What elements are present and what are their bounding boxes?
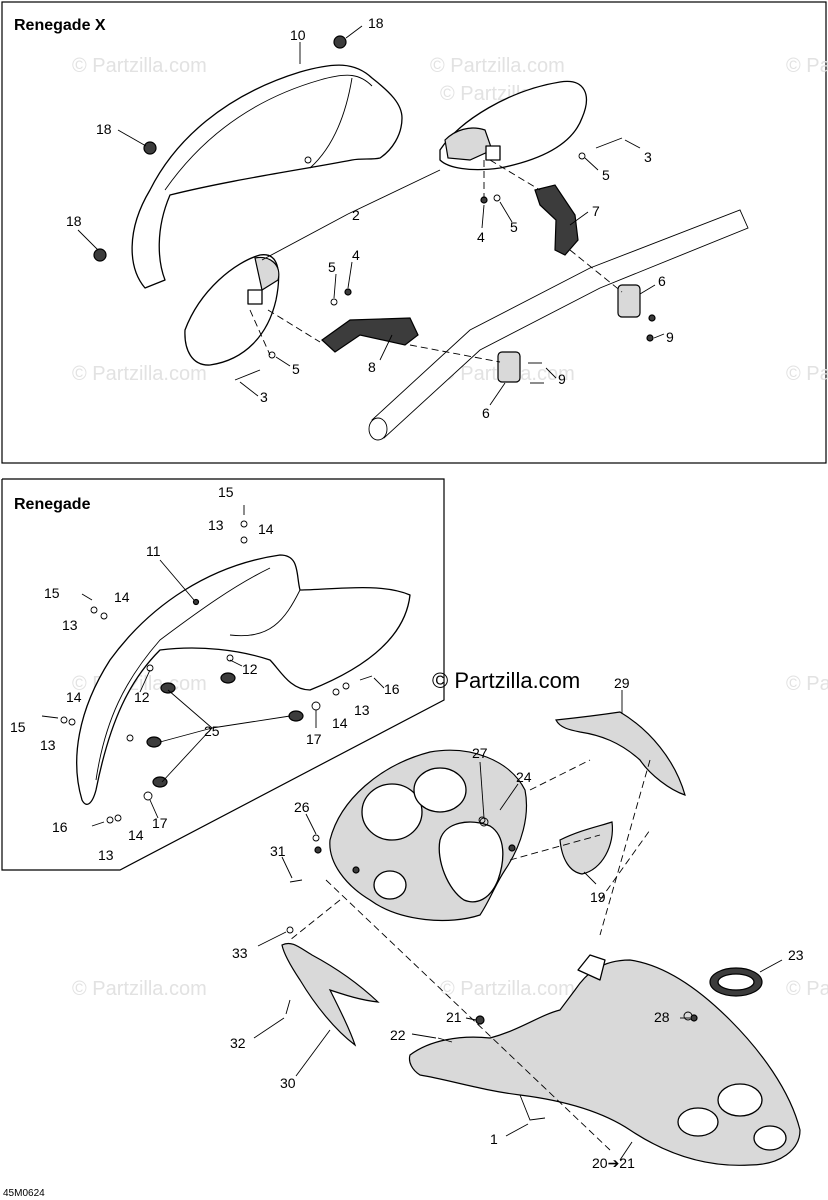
bracket-right	[534, 184, 579, 256]
handguard-left	[184, 254, 280, 366]
fastener-18-group	[93, 35, 347, 262]
callout-14: 14	[258, 521, 274, 537]
callout-16: 16	[52, 819, 68, 835]
renegade-x-frame	[1, 1, 827, 464]
callouts-bottom: 29 27 24 26 31 19 33 23 28 21 22 32 30 1…	[230, 675, 804, 1171]
watermark: © Partzilla.com	[72, 978, 207, 1000]
callout-30: 30	[280, 1075, 296, 1091]
callout-3: 3	[260, 389, 268, 405]
bracket-left	[321, 317, 419, 353]
callout-14: 14	[332, 715, 348, 731]
callout-27: 27	[472, 745, 488, 761]
watermark: © Partzilla.com	[786, 978, 828, 1000]
callout-13: 13	[62, 617, 78, 633]
watermark: © Partzilla.com	[786, 363, 828, 385]
callout-31: 31	[270, 843, 286, 859]
callout-29: 29	[614, 675, 630, 691]
renegade-frame	[1, 478, 445, 871]
watermark: © Partzilla.com	[430, 55, 565, 77]
callout-19: 19	[590, 889, 606, 905]
callout-5: 5	[510, 219, 518, 235]
windshield-renegade	[76, 554, 411, 805]
callout-15: 15	[218, 484, 234, 500]
callout-14: 14	[66, 689, 82, 705]
clamp-right	[617, 284, 641, 318]
renegade-x-title: Renegade X	[14, 17, 106, 34]
callouts-renegade: 15 13 14 11 15 14 13 12 12 16 14 14 13 1…	[10, 484, 400, 863]
callout-24: 24	[516, 769, 532, 785]
assembly-lines-bottom	[289, 759, 651, 1151]
callout-17: 17	[306, 731, 322, 747]
watermark-group: © Partzilla.com © Partzilla.com © Partzi…	[72, 55, 828, 1000]
callout-18: 18	[96, 121, 112, 137]
callout-22: 22	[390, 1027, 406, 1043]
callout-11: 11	[146, 543, 161, 559]
callout-26: 26	[294, 799, 310, 815]
callout-4: 4	[352, 247, 360, 263]
callout-33: 33	[232, 945, 248, 961]
windshield	[131, 64, 403, 289]
grommet-group	[146, 672, 304, 788]
callout-7: 7	[592, 203, 600, 219]
callout-6: 6	[658, 273, 666, 289]
assembly-lines-top	[249, 159, 623, 363]
watermark: © Partzilla.com	[72, 55, 207, 77]
callout-1: 1	[490, 1131, 498, 1147]
callout-13: 13	[354, 702, 370, 718]
callout-25: 25	[204, 723, 220, 739]
watermark-main: © Partzilla.com	[432, 668, 580, 693]
leaders-renegade	[139, 559, 385, 819]
callout-12: 12	[134, 689, 150, 705]
leaders-top	[77, 25, 665, 406]
callout-4: 4	[477, 229, 485, 245]
leaders-bottom	[253, 690, 783, 1161]
callout-21: 21	[446, 1009, 462, 1025]
callout-13: 13	[208, 517, 224, 533]
callout-13: 13	[98, 847, 114, 863]
ring-seal	[709, 967, 763, 997]
watermark: © Partzilla.com	[72, 363, 207, 385]
watermark: © Partzilla.com	[440, 978, 575, 1000]
callout-32: 32	[230, 1035, 246, 1051]
callout-6: 6	[482, 405, 490, 421]
callout-17: 17	[152, 815, 168, 831]
hardware-renegade	[41, 505, 373, 827]
hardware-top	[234, 137, 656, 384]
clamp-left	[497, 351, 521, 383]
deflector	[281, 942, 380, 1047]
watermark: © Partzilla.com	[786, 673, 828, 695]
callout-8: 8	[368, 359, 376, 375]
callout-14: 14	[114, 589, 130, 605]
callout-10: 10	[290, 27, 306, 43]
gauge-housing	[314, 749, 528, 922]
callout-2: 2	[352, 207, 360, 223]
callout-20-21: 20➔21	[592, 1155, 635, 1171]
callout-3: 3	[644, 149, 652, 165]
callout-5: 5	[292, 361, 300, 377]
renegade-title: Renegade	[14, 496, 91, 513]
callout-13: 13	[40, 737, 56, 753]
callout-16: 16	[384, 681, 400, 697]
callout-12: 12	[242, 661, 258, 677]
gauge-cover	[559, 821, 614, 875]
lower-console	[408, 954, 801, 1166]
callout-5: 5	[328, 259, 336, 275]
callout-15: 15	[44, 585, 60, 601]
handlebar-phantom	[368, 209, 749, 441]
callout-15: 15	[10, 719, 26, 735]
diagram-code: 45M0624	[3, 1188, 45, 1199]
callout-18: 18	[368, 15, 384, 31]
callout-28: 28	[654, 1009, 670, 1025]
side-panel-top	[555, 711, 686, 796]
callout-23: 23	[788, 947, 804, 963]
callouts-top: 10 18 18 18 2 3 5 4 5 7 4 5 5 3 8 9 6 6 …	[66, 15, 674, 421]
watermark: © Partzilla.com	[786, 55, 828, 77]
callout-9: 9	[666, 329, 674, 345]
callout-18: 18	[66, 213, 82, 229]
handguard-right	[439, 80, 587, 171]
callout-5: 5	[602, 167, 610, 183]
callout-14: 14	[128, 827, 144, 843]
callout-9: 9	[558, 371, 566, 387]
